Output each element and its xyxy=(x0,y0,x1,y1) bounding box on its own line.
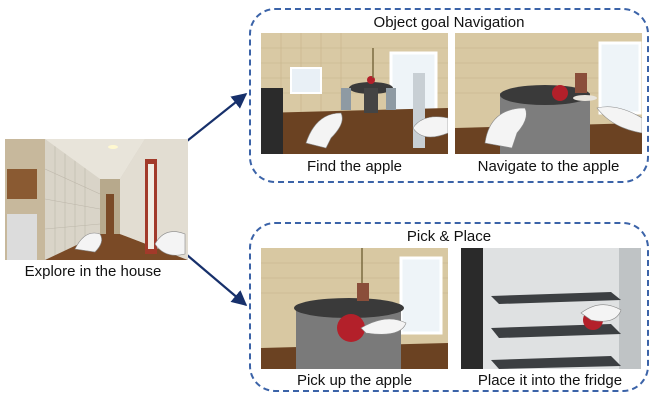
place-fridge-image xyxy=(461,248,641,369)
find-apple-caption: Find the apple xyxy=(306,158,403,175)
navigate-apple-image xyxy=(455,33,642,154)
pick-apple-caption: Pick up the apple xyxy=(296,372,413,389)
explore-house-image xyxy=(5,139,188,260)
find-apple-image xyxy=(261,33,448,154)
explore-caption: Explore in the house xyxy=(24,263,162,280)
panel-title: Object goal Navigation xyxy=(373,14,525,31)
object-goal-navigation-panel: Object goal Navigation xyxy=(249,8,649,183)
place-fridge-caption: Place it into the fridge xyxy=(477,372,623,389)
pick-apple-image xyxy=(261,248,448,369)
pick-place-panel: Pick & Place xyxy=(249,222,649,392)
arrow-to-pick-place xyxy=(186,254,248,306)
panel-title: Pick & Place xyxy=(406,228,492,245)
navigate-apple-caption: Navigate to the apple xyxy=(477,158,620,175)
arrow-to-navigation xyxy=(186,93,248,142)
